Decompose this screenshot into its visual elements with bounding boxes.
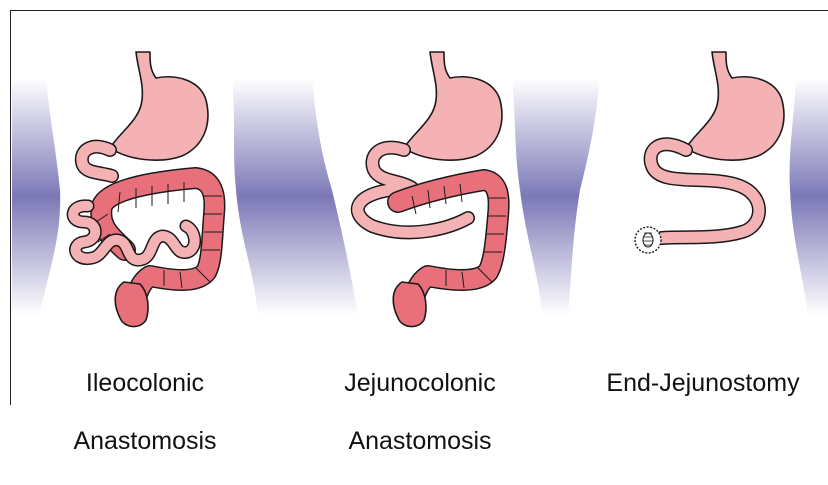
panel-ileocolonic-organs [73, 52, 222, 327]
panel-end-jejunostomy-organs [635, 52, 784, 253]
label-ileocolonic-line2: Anastomosis [70, 427, 220, 456]
panel-jejunocolonic-organs [358, 52, 506, 327]
label-ileocolonic: Ileocolonic Anastomosis [70, 340, 220, 485]
stomach [404, 52, 502, 160]
torso-shadow-right [790, 78, 828, 315]
stomach [110, 52, 208, 160]
label-end-jejunostomy-line1: End-Jejunostomy [598, 369, 808, 398]
diagram-canvas: Ileocolonic Anastomosis Jejunocolonic An… [0, 0, 828, 405]
label-ileocolonic-line1: Ileocolonic [70, 369, 220, 398]
rectum [393, 282, 426, 327]
torso-shadow-mid-2 [512, 78, 600, 315]
stomach [686, 52, 784, 160]
torso-shadow-left-1 [12, 78, 60, 315]
rectum [115, 282, 148, 327]
label-jejunocolonic: Jejunocolonic Anastomosis [340, 340, 500, 485]
label-jejunocolonic-line2: Anastomosis [340, 427, 500, 456]
duodenum-fill [82, 147, 112, 176]
label-end-jejunostomy: End-Jejunostomy [598, 340, 808, 427]
label-jejunocolonic-line1: Jejunocolonic [340, 369, 500, 398]
torso-shadow-mid-1 [232, 78, 358, 315]
